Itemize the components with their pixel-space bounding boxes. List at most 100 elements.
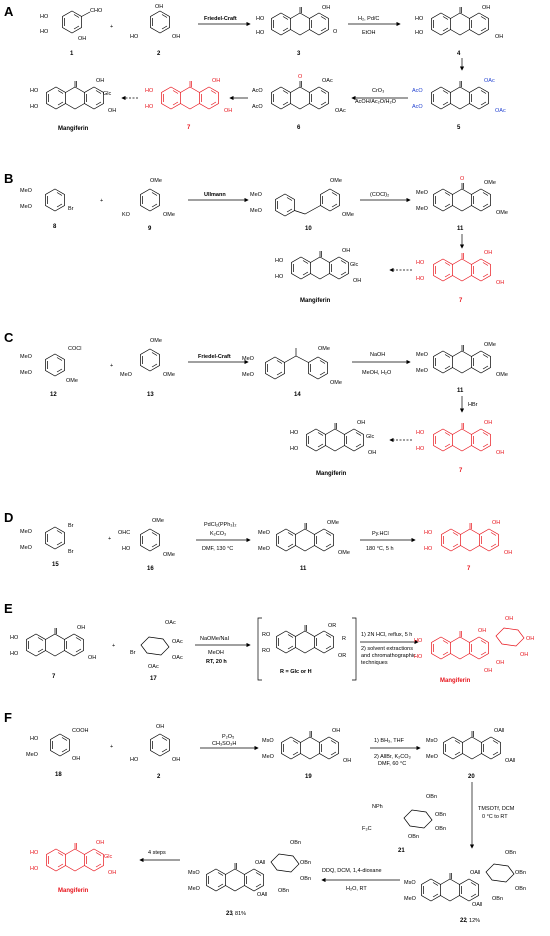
mangiferin-f-structure — [47, 843, 104, 871]
ho-me1: HO — [414, 638, 423, 644]
oh-19a: OH — [332, 728, 340, 734]
meo-14a: MeO — [242, 356, 255, 362]
compound-number-8: 8 — [53, 224, 57, 230]
meo-11c2: MeO — [416, 368, 429, 374]
compound-number-2: 2 — [157, 51, 161, 57]
ho-mc2: HO — [290, 446, 299, 452]
oh-group-2a: OH — [155, 4, 163, 10]
oall-20b: OAll — [505, 758, 515, 764]
plus-sign: + — [110, 24, 113, 30]
plus-sign: + — [100, 198, 103, 204]
compound-number-21: 21 — [398, 848, 405, 854]
ro-e1: RO — [262, 632, 271, 638]
reagent-b1: Ullmann — [204, 192, 226, 198]
o-6: O — [298, 74, 303, 80]
oh-mf2: OH — [108, 870, 116, 876]
mangiferin-c-structure — [307, 423, 364, 451]
ome-11b: OMe — [496, 210, 508, 216]
oh-mc: OH — [357, 420, 365, 426]
oh-group-2b: OH — [172, 34, 180, 40]
oh-7a: OH — [212, 78, 220, 84]
compound-23-structure — [207, 863, 264, 891]
ohc-16: OHC — [118, 530, 130, 536]
panel-label-d: D — [4, 510, 13, 525]
glc-mf: Glc — [104, 854, 113, 860]
compound-number-7b: 7 — [459, 298, 463, 304]
obn-21b: OBn — [435, 812, 446, 818]
ho-3b: HO — [256, 30, 265, 36]
ho-me2: HO — [414, 654, 423, 660]
compound-number-2f: 2 — [157, 774, 161, 780]
reagent-d1b: K₂CO₃ — [210, 531, 226, 537]
reagent-f2b: 2) AllBr, K₂CO₃ — [374, 754, 411, 760]
glucose-23-structure — [270, 853, 300, 873]
compound-number-17: 17 — [150, 676, 157, 682]
ho-16: HO — [122, 546, 131, 552]
compound-7e-structure — [27, 628, 84, 656]
meo-10a: MeO — [250, 192, 263, 198]
oh-me-sugar2: OH — [526, 636, 534, 642]
compound-number-11d: 11 — [300, 566, 307, 572]
reagent-f4a: DDQ, DCM, 1,4-dioxane — [322, 868, 382, 874]
compound-mangiferin-c: Mangiferin — [316, 471, 347, 477]
reagent-b2: (COCl)₂ — [370, 192, 389, 198]
compound-mangiferin-b: Mangiferin — [300, 298, 331, 304]
compound-15-structure — [45, 526, 65, 550]
compound-11c-structure — [434, 345, 491, 373]
compound-number-3: 3 — [297, 51, 301, 57]
oac-5a: OAc — [484, 78, 495, 84]
compound-number-9: 9 — [148, 226, 152, 232]
reagent-e1c: RT, 20 h — [206, 659, 227, 665]
meo-23: MeO — [188, 886, 201, 892]
ho-7e1: HO — [10, 635, 19, 641]
oall-22a: OAll — [470, 870, 480, 876]
obn-21d: OBn — [408, 834, 419, 840]
reagent-a1: Friedel-Craft — [204, 16, 237, 22]
compound-7b-structure — [434, 253, 491, 281]
compound-number-10: 10 — [305, 226, 312, 232]
mangiferin-a-structure — [47, 81, 104, 109]
compound-number-20: 20 — [468, 774, 475, 780]
ho-7b1: HO — [416, 260, 425, 266]
aco-5b: AcO — [412, 104, 423, 110]
yield-23: , 81% — [232, 911, 246, 917]
reagent-d2a: Py.HCl — [372, 531, 389, 537]
oac-17c: OAc — [172, 655, 183, 661]
compound-number-5: 5 — [457, 125, 461, 131]
compound-2f-structure — [150, 733, 170, 757]
br-17: Br — [130, 650, 136, 656]
reagent-f2c: DMF, 60 °C — [378, 761, 406, 767]
compound-4-structure — [432, 7, 489, 35]
reagent-d1c: DMF, 130 °C — [202, 546, 233, 552]
oh-group-1: OH — [78, 36, 86, 42]
ome-10b: OMe — [342, 212, 354, 218]
panel-label-a: A — [4, 4, 14, 19]
ho-2f: HO — [130, 757, 139, 763]
aco-5a: AcO — [412, 88, 423, 94]
compound-19-structure — [282, 731, 339, 759]
oh-7b2: OH — [496, 280, 504, 286]
oh-me2: OH — [484, 668, 492, 674]
reagent-e2d: techniques — [361, 660, 388, 666]
o-11: O — [460, 176, 465, 182]
meo-22: MeO — [404, 896, 417, 902]
mso-19: MsO — [262, 738, 274, 744]
oall-23b: OAll — [257, 892, 267, 898]
panel-f: F COOH HO MeO OH 18 + OH HO OH 2 P₂O₅ CH… — [4, 710, 526, 924]
meo-11d2: MeO — [258, 546, 271, 552]
meo-13: MeO — [120, 372, 133, 378]
compound-7d-structure — [442, 523, 499, 551]
compound-mangiferin-f: Mangiferin — [58, 888, 89, 894]
oh-ma2: OH — [108, 108, 116, 114]
compound-number-11c: 11 — [457, 388, 464, 394]
oh-7b1: OH — [484, 250, 492, 256]
ho-4b: HO — [415, 30, 424, 36]
ro-e2: RO — [262, 648, 271, 654]
obn-23a: OBn — [290, 840, 301, 846]
oh-3a: OH — [322, 5, 330, 11]
oh-4b: OH — [495, 34, 503, 40]
aco-6b: AcO — [252, 104, 263, 110]
compound-number-23: 23 — [226, 911, 233, 917]
reagent-f1a: P₂O₅ — [222, 734, 234, 740]
